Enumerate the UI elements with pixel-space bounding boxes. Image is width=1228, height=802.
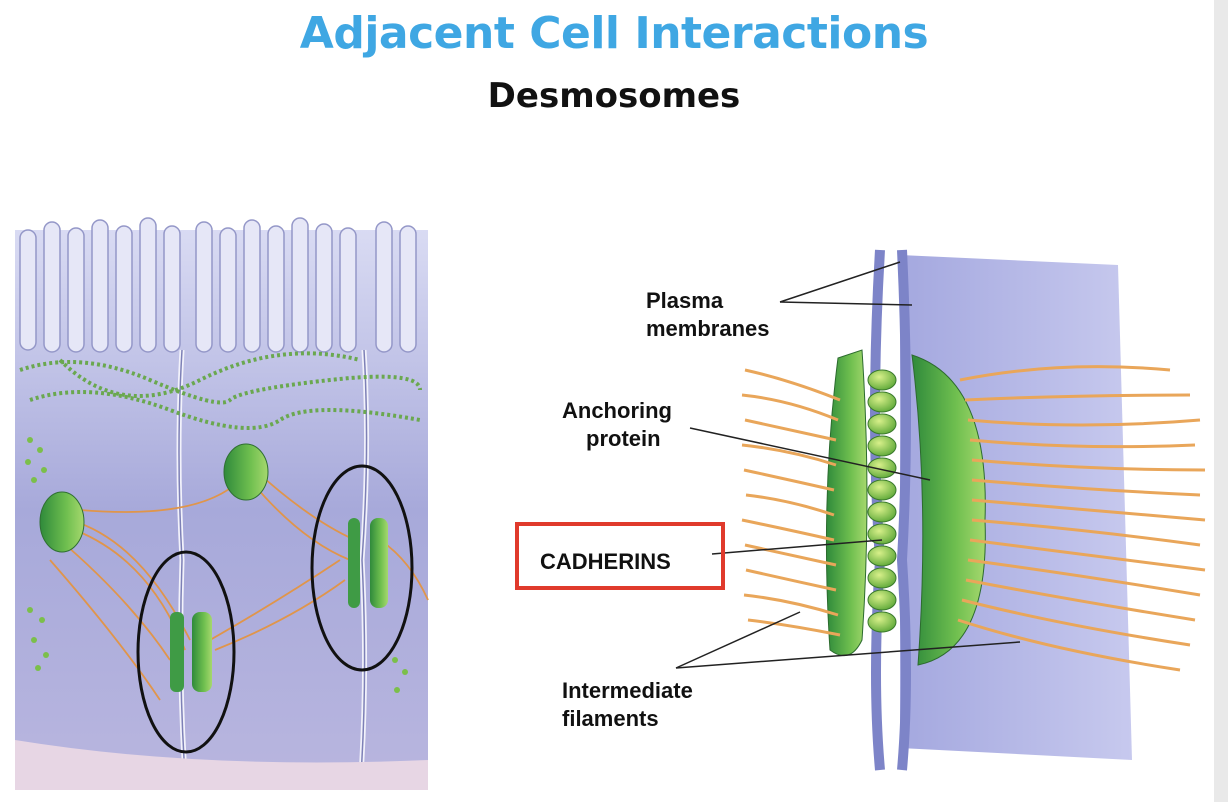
label-anchoring-line2: protein bbox=[586, 426, 661, 451]
label-cadherins: CADHERINS bbox=[540, 549, 671, 574]
epithelium-illustration bbox=[15, 217, 429, 791]
left-dot-clusters bbox=[25, 437, 408, 693]
slide-edge bbox=[1214, 0, 1228, 802]
label-plasma-line2: membranes bbox=[646, 316, 770, 341]
cadherin-beads bbox=[867, 369, 897, 633]
left-desmosomes bbox=[39, 443, 388, 692]
label-plasma-line1: Plasma bbox=[646, 288, 724, 313]
right-filaments-left bbox=[741, 368, 841, 637]
plaque-right bbox=[911, 354, 986, 666]
highlight-ellipse-1 bbox=[136, 550, 236, 754]
highlight-ellipse-2 bbox=[310, 464, 414, 672]
microvilli bbox=[19, 217, 417, 353]
leader-lines bbox=[675, 261, 1021, 669]
label-anchoring-line1: Anchoring bbox=[562, 398, 672, 423]
slide-title: Adjacent Cell Interactions bbox=[299, 8, 929, 59]
desmosome-illustration bbox=[675, 249, 1206, 771]
right-filaments-right bbox=[957, 365, 1206, 672]
label-intermediate-line1: Intermediate bbox=[562, 678, 693, 703]
basement-membrane bbox=[15, 740, 428, 790]
slide-subtitle: Desmosomes bbox=[487, 76, 741, 116]
plaque-left bbox=[825, 349, 868, 657]
plasma-membrane-right bbox=[896, 249, 911, 771]
actin-network bbox=[19, 351, 422, 430]
label-intermediate-line2: filaments bbox=[562, 706, 659, 731]
cadherins-highlight-box bbox=[515, 522, 725, 590]
